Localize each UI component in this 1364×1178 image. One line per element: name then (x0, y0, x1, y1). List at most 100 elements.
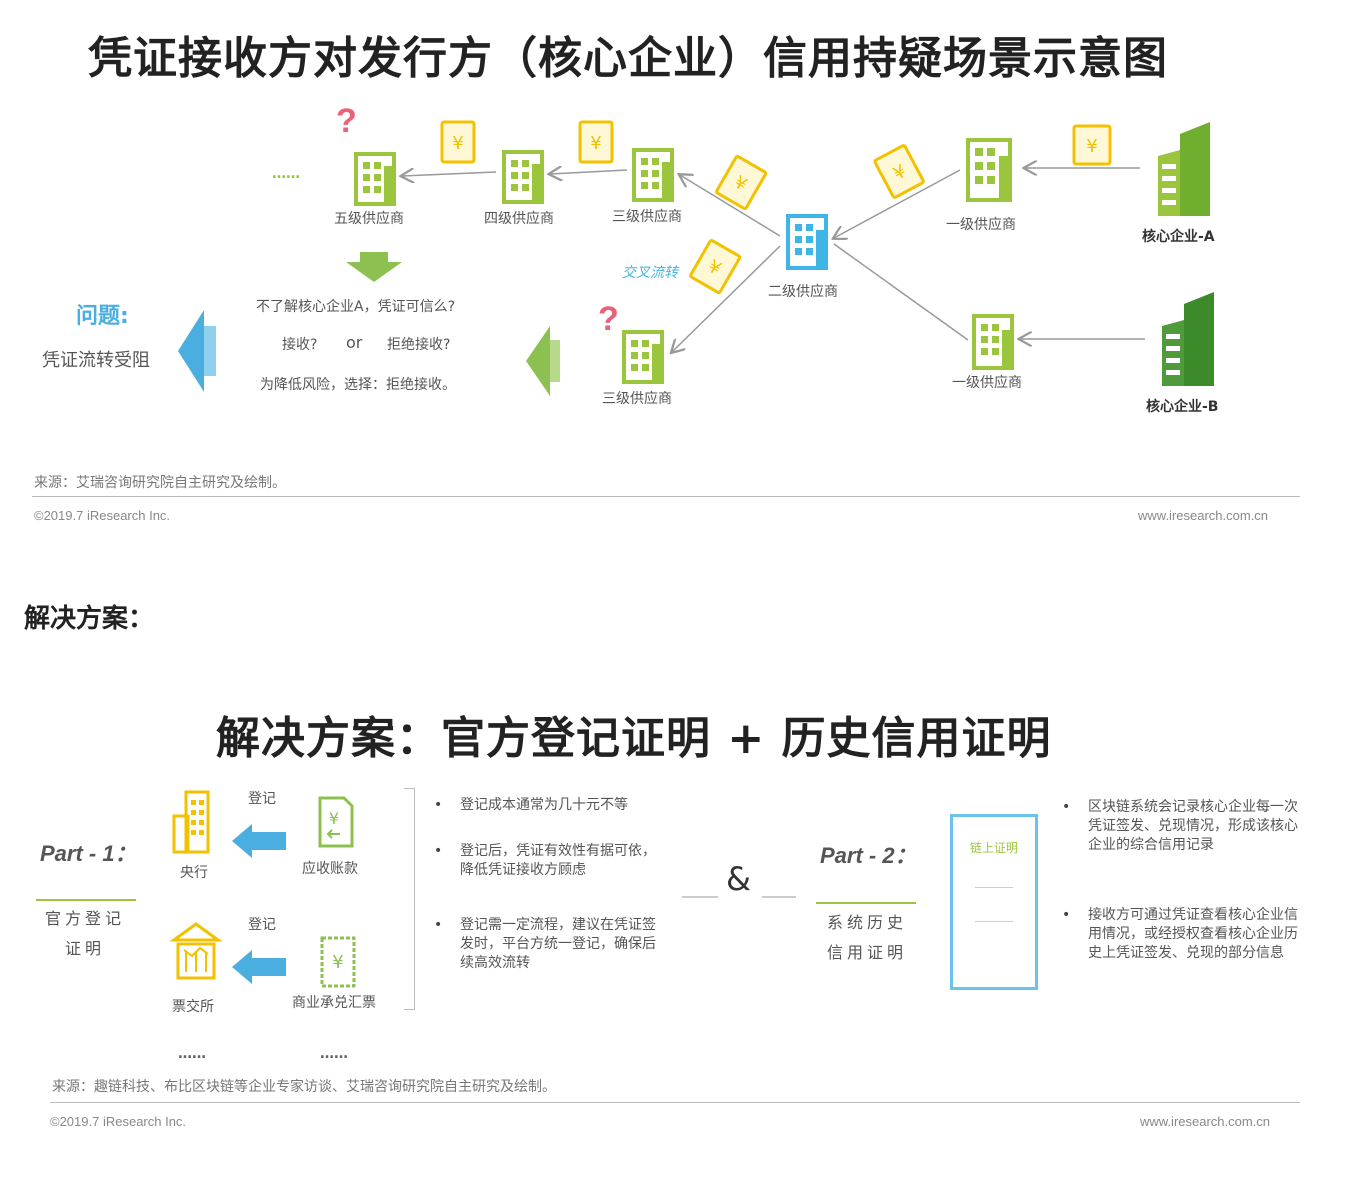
diagram2-copyright: ©2019.7 iResearch Inc. (50, 1114, 187, 1129)
node-tier3-top: 三级供应商 (612, 209, 682, 225)
part1-stamp: 官方登记 证明 (40, 904, 130, 964)
node-tier3-bottom: 三级供应商 (602, 391, 672, 407)
doubt-or: or (346, 333, 363, 352)
problem-title: 问题: (76, 304, 129, 329)
building-icon (966, 138, 1012, 202)
flow-arrows (0, 0, 1145, 560)
doubt-accept: 接收? (282, 337, 318, 353)
cross-flow-label: 交叉流转 (622, 265, 678, 281)
voucher-icon: ¥ (873, 144, 925, 199)
bank-icon (169, 922, 223, 980)
part2-bullet: 接收方可通过凭证查看核心企业信用情况，或经授权查看核心企业历史上凭证签发、兑现的… (1062, 906, 1298, 963)
left-arrow-icon (232, 950, 286, 984)
part2-label: Part - 2： (820, 843, 917, 868)
arrow-2-to-3bottom (672, 245, 781, 352)
voucher-icon: ¥ (1072, 124, 1112, 166)
voucher-icon: ¥ (440, 120, 476, 164)
section-heading: 解决方案： (24, 604, 155, 634)
svg-text:¥: ¥ (329, 809, 339, 828)
diagram2-title: 解决方案：官方登记证明 + 历史信用证明 (216, 713, 1052, 764)
node-tier4: 四级供应商 (484, 211, 554, 227)
node-tier1-a: 一级供应商 (946, 217, 1016, 233)
ampersand: & (726, 860, 751, 898)
part2-stamp: 系统历史 信用证明 (822, 908, 912, 968)
ellipsis-2: …… (320, 1046, 348, 1062)
acceptance-bill-label: 商业承兑汇票 (292, 995, 376, 1011)
building-icon (972, 314, 1014, 370)
part2-stamp-line1: 系统历史 (826, 913, 907, 932)
divider (50, 1102, 1300, 1103)
left-arrow-icon (232, 824, 286, 858)
card-line (975, 921, 1013, 922)
diagram2-source: 来源：趣链科技、布比区块链等企业专家访谈、艾瑞咨询研究院自主研究及绘制。 (52, 1079, 556, 1095)
part1-underline (36, 899, 136, 901)
divider (32, 496, 1300, 497)
question-mark-bottom: ? (598, 300, 619, 338)
diagram1-website: www.iresearch.com.cn (1138, 508, 1269, 523)
node-core-a: 核心企业-A (1142, 229, 1215, 245)
line-1b-to-2 (833, 243, 969, 341)
card-line (975, 887, 1013, 888)
node-tier1-b: 一级供应商 (952, 375, 1022, 391)
arrow-1a-to-2 (834, 169, 961, 238)
diagram1-source: 来源：艾瑞咨询研究院自主研究及绘制。 (34, 475, 286, 491)
building-icon (786, 214, 828, 270)
doubt-line3: 为降低风险，选择：拒绝接收。 (260, 377, 456, 393)
exchange-label: 票交所 (172, 999, 214, 1015)
diagram2-website: www.iresearch.com.cn (1140, 1114, 1271, 1129)
arrow-4-to-5 (402, 172, 497, 176)
on-chain-card-title: 链上证明 (969, 841, 1018, 855)
part1-bullet: 登记成本通常为几十元不等 (434, 796, 660, 815)
ellipsis: …… (272, 166, 300, 182)
register-label-1: 登记 (248, 791, 276, 807)
doubt-reject: 拒绝接收? (387, 337, 451, 353)
voucher-icon: ¥ (715, 155, 768, 210)
part1-bullet: 登记需一定流程，建议在凭证签发时，平台方统一登记，确保后续高效流转 (434, 916, 656, 973)
tall-building-icon (1162, 292, 1214, 386)
on-chain-card: 链上证明 (950, 814, 1038, 990)
part1-stamp-line1: 官方登记 (44, 909, 125, 928)
amp-line-left (682, 896, 718, 898)
part2-underline (816, 902, 916, 904)
question-mark-top: ? (336, 102, 357, 140)
svg-text:¥: ¥ (332, 952, 343, 973)
voucher-icon: ¥ (689, 239, 742, 294)
central-bank-label: 央行 (180, 865, 208, 881)
voucher-icon: ¥ (578, 120, 614, 164)
problem-text: 凭证流转受阻 (42, 350, 150, 371)
diagram1-copyright: ©2019.7 iResearch Inc. (34, 508, 171, 523)
node-core-b: 核心企业-B (1146, 399, 1219, 415)
building-icon (354, 152, 396, 206)
bill-icon: ¥ (320, 936, 356, 988)
receivables-label: 应收账款 (302, 861, 358, 877)
arrow-3-to-4 (550, 170, 628, 174)
diagram1-title: 凭证接收方对发行方（核心企业）信用持疑场景示意图 (88, 33, 1168, 84)
ellipsis-1: …… (178, 1046, 206, 1062)
svg-text:¥: ¥ (452, 133, 463, 154)
document-icon: ¥ (318, 796, 354, 848)
part1-bullet: 登记后，凭证有效性有据可依，降低凭证接收方顾虑 (434, 842, 656, 880)
down-arrow-icon (346, 252, 402, 282)
building-icon (632, 148, 674, 202)
left-arrow-icon (178, 310, 216, 392)
part2-bullet: 区块链系统会记录核心企业每一次凭证签发、兑现情况，形成该核心企业的综合信用记录 (1062, 798, 1298, 855)
part1-stamp-line2: 证明 (64, 939, 105, 958)
node-tier5: 五级供应商 (334, 211, 404, 227)
building-icon (502, 150, 544, 204)
building-icon (622, 330, 664, 384)
bracket (404, 788, 415, 1010)
svg-text:¥: ¥ (1086, 136, 1097, 157)
scenario-diagram: 凭证接收方对发行方（核心企业）信用持疑场景示意图 …… ? ? 五级供应商 ¥ (0, 0, 1364, 560)
arrow-2-to-3top (680, 175, 781, 237)
register-label-2: 登记 (248, 917, 276, 933)
doubt-line1: 不了解核心企业A，凭证可信么? (256, 299, 456, 315)
building-icon (172, 790, 210, 854)
part1-label: Part - 1： (40, 841, 137, 866)
tall-building-icon (1158, 122, 1210, 216)
left-arrow-icon (526, 326, 560, 396)
node-tier2: 二级供应商 (768, 284, 838, 300)
solution-diagram: 解决方案：官方登记证明 + 历史信用证明 Part - 1： 官方登记 证明 央… (0, 672, 1364, 1178)
part2-stamp-line2: 信用证明 (826, 943, 907, 962)
svg-text:¥: ¥ (590, 133, 601, 154)
amp-line-right (762, 896, 796, 898)
